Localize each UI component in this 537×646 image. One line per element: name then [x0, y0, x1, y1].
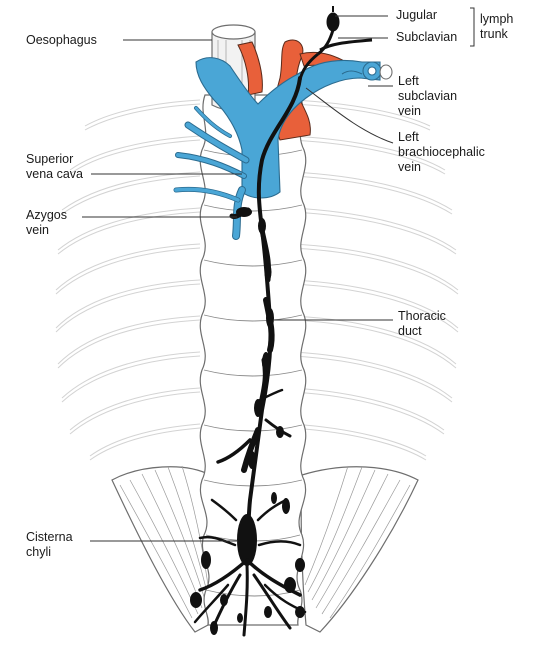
label-superior-vena-cava: Superior vena cava [26, 152, 83, 182]
label-subclavian: Subclavian [396, 30, 457, 45]
label-lymph-trunk: lymph trunk [480, 12, 513, 42]
label-azygos-vein: Azygos vein [26, 208, 67, 238]
label-jugular: Jugular [396, 8, 437, 23]
label-left-brachiocephalic-vein: Left brachiocephalic vein [398, 130, 485, 175]
label-left-subclavian-vein: Left subclavian vein [398, 74, 457, 119]
label-thoracic-duct: Thoracic duct [398, 309, 446, 339]
label-oesophagus: Oesophagus [26, 33, 97, 48]
label-cisterna-chyli: Cisterna chyli [26, 530, 73, 560]
psoas-muscle-right [301, 466, 418, 632]
